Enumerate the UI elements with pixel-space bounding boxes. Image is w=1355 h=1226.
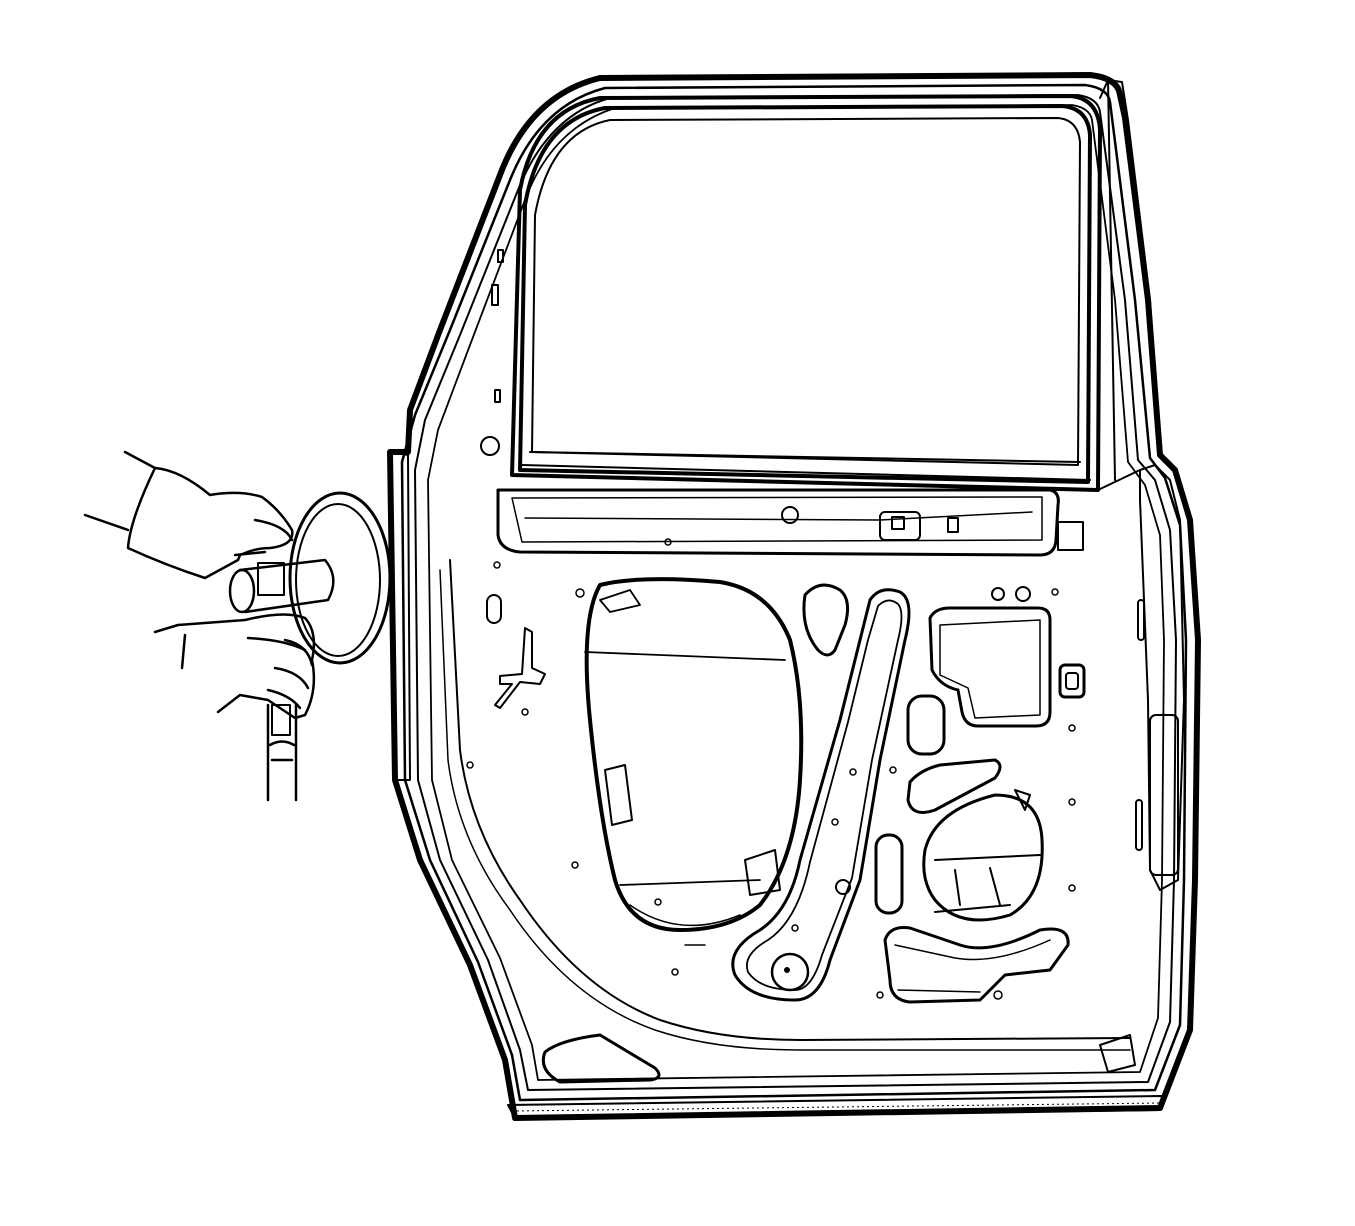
belt-reinforcement-inner [511, 496, 1043, 543]
door-flange [414, 94, 1177, 1091]
window-frame-outer [510, 94, 1102, 492]
latch-slot [1135, 799, 1143, 851]
speaker-opening [922, 793, 1044, 922]
belt-slot [947, 517, 959, 533]
panel-holes [571, 538, 1076, 1000]
latch-recess [1149, 714, 1179, 876]
upper-right-cutout-inner [939, 619, 1041, 719]
speaker-bracket [1014, 789, 1031, 811]
regulator-track [731, 588, 911, 1002]
bottom-drain-slot [541, 1033, 661, 1084]
door-panel [387, 72, 1201, 1121]
square-grommet [1058, 663, 1086, 699]
inner-panel-contour [449, 559, 1131, 1041]
access-opening-inner-panel [584, 589, 786, 886]
upper-right-cutout [928, 606, 1052, 728]
access-opening-bracket [604, 764, 781, 896]
polisher-tool [228, 491, 392, 802]
bottom-seal-hatch [511, 1102, 1161, 1112]
teardrop-cutout [802, 583, 850, 657]
polisher-body [238, 558, 335, 614]
belt-bracket-slot [891, 516, 905, 530]
window-frame-post [1097, 79, 1161, 491]
belt-hole [781, 506, 799, 524]
polisher-body-end [228, 568, 256, 614]
triangular-cutout [906, 758, 1002, 814]
access-opening [584, 577, 804, 932]
belt-end-tab [1057, 521, 1084, 551]
window-sill [521, 451, 1091, 481]
access-opening-lower [629, 904, 741, 946]
lower-hand-fingers [266, 638, 314, 710]
polisher-disc-inner [295, 503, 381, 657]
latch-side-panel [1139, 464, 1185, 891]
cable-bracket-hole [521, 708, 529, 716]
gloved-hands [83, 450, 316, 720]
upper-hand [123, 450, 294, 580]
door-outer-edge-2 [400, 83, 1188, 1102]
lower-cutout [883, 926, 1070, 1004]
polisher-disc [288, 491, 392, 665]
small-oval-cutout [906, 694, 946, 756]
bottom-seal-strip [507, 1095, 1163, 1119]
speaker-interior [934, 854, 1041, 913]
latch-bracket [1099, 1034, 1136, 1073]
lower-hand [153, 613, 316, 720]
hinge-side-holes [466, 249, 585, 769]
regulator-pivot [770, 952, 810, 992]
window-glass-edge [531, 117, 1081, 466]
upper-hand-fingers [83, 513, 294, 557]
square-grommet-inner [1065, 672, 1079, 690]
air-hose [266, 703, 298, 802]
hose-fitting [271, 704, 291, 736]
cable-bracket [494, 627, 546, 709]
belt-reinforcement [496, 488, 1060, 557]
inner-panel-contour-2 [439, 569, 1131, 1051]
window-frame [518, 104, 1092, 484]
left-edge-strip [389, 451, 411, 781]
regulator-pivot-center [784, 967, 790, 973]
latch-slot-2 [1137, 599, 1145, 641]
vertical-slot-cutout [874, 833, 904, 915]
polisher-label-band [257, 562, 285, 596]
door-outer-edge [387, 72, 1201, 1121]
door-flange-inner [427, 104, 1165, 1081]
belt-bracket [879, 511, 921, 541]
lower-cutout-inner [894, 939, 1051, 993]
